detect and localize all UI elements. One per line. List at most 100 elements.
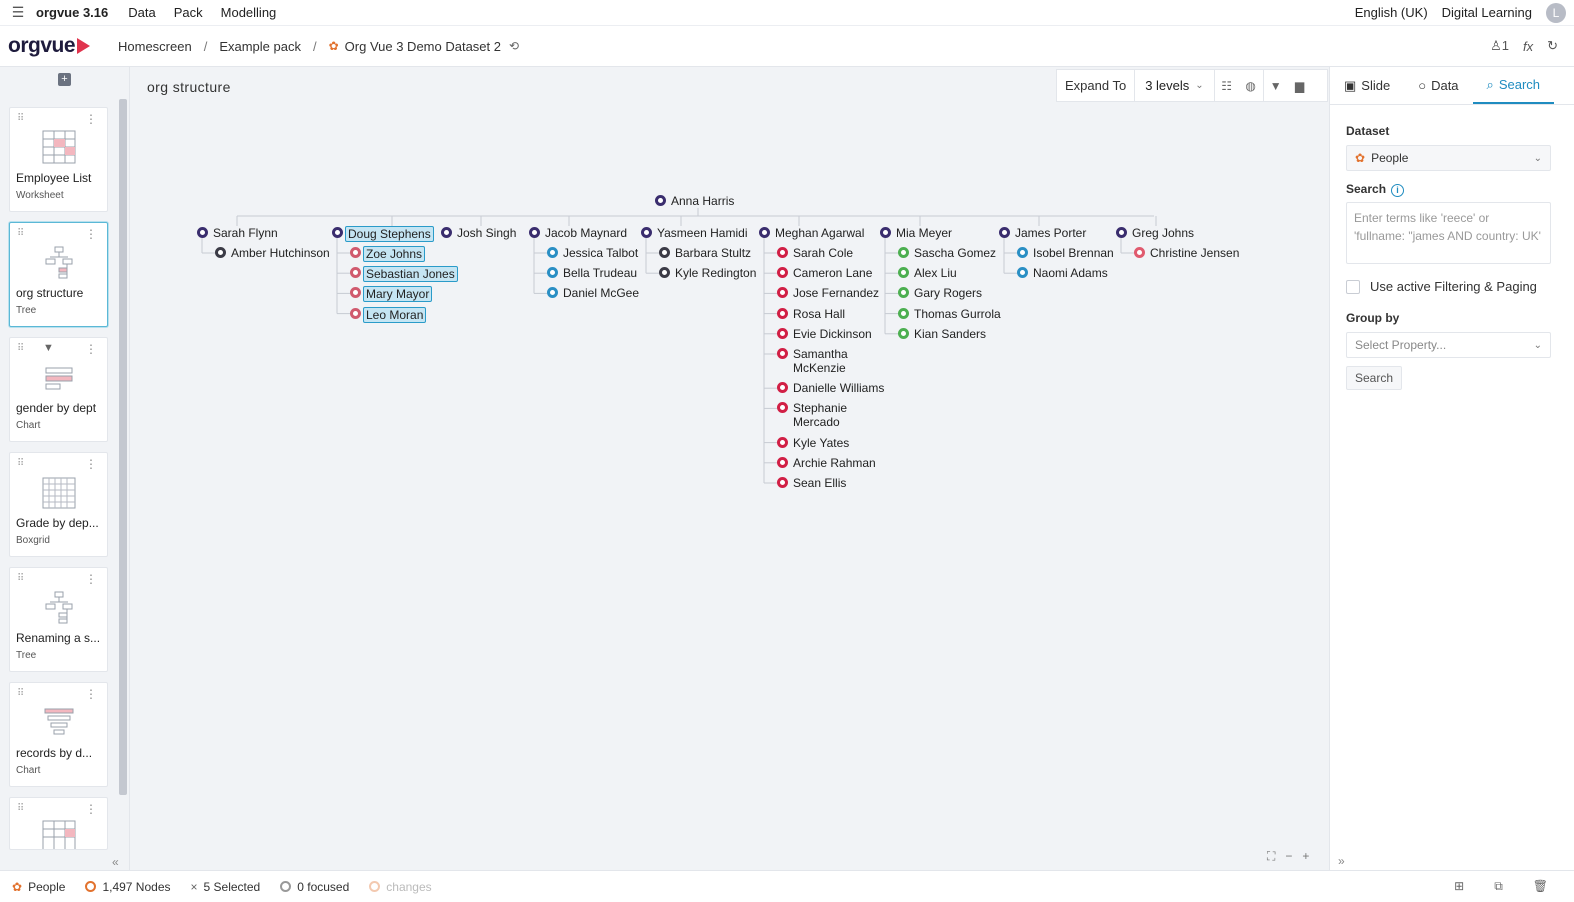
tree-node-report[interactable]: Samantha McKenzie (777, 347, 863, 375)
view-card-renaming[interactable]: ⠿ ⋮ Renaming a s... Tree (9, 567, 108, 672)
switch-dataset-icon[interactable]: ⟲ (509, 39, 520, 53)
tree-node-manager[interactable]: Yasmeen Hamidi (641, 226, 747, 240)
orgvue-logo[interactable]: orgvue (8, 34, 118, 58)
tree-node-manager[interactable]: Meghan Agarwal (759, 226, 864, 240)
tree-node-report[interactable]: Sarah Cole (777, 246, 853, 260)
sidebar-scrollbar[interactable] (119, 99, 127, 795)
tree-node-report[interactable]: Jessica Talbot (547, 246, 638, 260)
tree-node-report[interactable]: Sean Ellis (777, 476, 846, 490)
tree-node-report[interactable]: Amber Hutchinson (215, 246, 330, 260)
tree-node-report[interactable]: Jose Fernandez (777, 286, 879, 300)
breadcrumb-example-pack[interactable]: Example pack (219, 38, 301, 54)
tree-node-report[interactable]: Zoe Johns (350, 246, 426, 262)
tree-node-report[interactable]: Stephanie Mercado (777, 401, 863, 429)
search-input[interactable]: Enter terms like 'reece' or 'fullname: "… (1346, 202, 1551, 264)
tree-node-manager[interactable]: Sarah Flynn (197, 226, 278, 240)
tree-node-report[interactable]: Mary Mayor (350, 286, 433, 303)
tree-node-report[interactable]: Evie Dickinson (777, 327, 872, 341)
tree-node-report[interactable]: Isobel Brennan (1017, 246, 1114, 260)
tree-node-manager[interactable]: Josh Singh (441, 226, 516, 240)
more-options-icon[interactable]: ⋮ (85, 227, 97, 241)
more-options-icon[interactable]: ⋮ (85, 457, 97, 471)
drag-handle-icon[interactable]: ⠿ (17, 343, 24, 354)
language-selector[interactable]: English (UK) (1354, 5, 1428, 20)
tree-node-report[interactable]: Sascha Gomez (898, 246, 996, 260)
view-card-grade-by-dept[interactable]: ⠿ ⋮ Grade by dep... Boxgrid (9, 452, 108, 557)
drag-handle-icon[interactable]: ⠿ (17, 688, 24, 699)
hamburger-menu-icon[interactable]: ☰ (11, 4, 25, 20)
tree-node-manager[interactable]: Greg Johns (1116, 226, 1194, 240)
menu-item-pack[interactable]: Pack (173, 5, 203, 20)
tree-node-report[interactable]: Alex Liu (898, 266, 957, 280)
status-changes[interactable]: changes (369, 880, 432, 894)
tree-node-report[interactable]: Danielle Williams (777, 381, 884, 395)
search-button[interactable]: Search (1346, 366, 1403, 390)
fit-screen-icon[interactable]: ⛶ (1267, 849, 1276, 863)
view-card-partial[interactable]: ⠿ ⋮ (9, 797, 108, 850)
refresh-icon[interactable]: ↻ (1547, 38, 1558, 53)
expand-panel-icon[interactable]: » (1338, 854, 1345, 868)
breadcrumb-dataset[interactable]: Org Vue 3 Demo Dataset 2 (344, 38, 501, 54)
drag-handle-icon[interactable]: ⠿ (17, 113, 24, 124)
collapse-sidebar-icon[interactable]: « (112, 855, 119, 869)
drag-handle-icon[interactable]: ⠿ (17, 458, 24, 469)
add-icon[interactable]: ⊞ (1454, 879, 1465, 893)
drag-handle-icon[interactable]: ⠿ (17, 803, 24, 814)
tab-slide[interactable]: ▣Slide (1344, 77, 1391, 94)
palette-icon[interactable]: ◍ (1245, 78, 1256, 93)
group-by-select[interactable]: Select Property... ⌄ (1346, 332, 1551, 358)
duplicate-icon[interactable]: ⧉ (1494, 879, 1503, 893)
tab-data[interactable]: ○Data (1418, 78, 1459, 93)
zoom-in-icon[interactable]: + (1302, 849, 1310, 863)
add-view-button[interactable]: + (58, 73, 71, 86)
status-selected[interactable]: × 5 Selected (190, 879, 261, 894)
tree-node-report[interactable]: Bella Trudeau (547, 266, 637, 280)
view-card-employee-list[interactable]: ⠿ ⋮ Employee List Worksheet (9, 107, 108, 212)
tree-node-report[interactable]: Daniel McGee (547, 286, 639, 300)
drag-handle-icon[interactable]: ⠿ (17, 228, 24, 239)
tree-node-report[interactable]: Christine Jensen (1134, 246, 1239, 260)
more-options-icon[interactable]: ⋮ (85, 802, 97, 816)
tree-node-report[interactable]: Sebastian Jones (350, 266, 458, 283)
tab-search[interactable]: ⌕Search (1472, 67, 1555, 104)
menu-item-modelling[interactable]: Modelling (220, 5, 277, 20)
tree-node-manager[interactable]: Mia Meyer (880, 226, 952, 240)
tree-node-manager[interactable]: Doug Stephens (332, 226, 434, 242)
status-nodes[interactable]: 1,497 Nodes (85, 880, 171, 894)
tree-node-report[interactable]: Rosa Hall (777, 307, 845, 321)
digital-learning-link[interactable]: Digital Learning (1441, 5, 1532, 20)
tree-node-report[interactable]: Barbara Stultz (659, 246, 751, 260)
tree-node-root[interactable]: Anna Harris (655, 194, 734, 208)
delete-icon[interactable]: 🗑 (1532, 879, 1548, 893)
avatar[interactable]: L (1546, 2, 1566, 23)
tree-node-report[interactable]: Kian Sanders (898, 327, 986, 341)
tree-node-manager[interactable]: James Porter (999, 226, 1086, 240)
expand-levels-select[interactable]: 3 levels⌄ (1134, 70, 1213, 101)
zoom-out-icon[interactable]: − (1285, 849, 1293, 863)
tree-node-manager[interactable]: Jacob Maynard (529, 226, 627, 240)
formula-icon[interactable]: fx (1522, 38, 1534, 54)
breadcrumb-homescreen[interactable]: Homescreen (118, 38, 192, 54)
filter-icon[interactable]: ▼ (1269, 78, 1282, 93)
status-dataset[interactable]: ✿ People (12, 879, 66, 894)
card-icon[interactable]: ▆ (1295, 78, 1305, 93)
tree-node-report[interactable]: Thomas Gurrola (898, 307, 1001, 321)
more-options-icon[interactable]: ⋮ (85, 112, 97, 126)
view-card-org-structure[interactable]: ⠿ ⋮ org structure Tree (9, 222, 108, 327)
clear-selection-icon[interactable]: × (190, 879, 198, 894)
list-icon[interactable]: ☷ (1221, 78, 1233, 93)
more-options-icon[interactable]: ⋮ (85, 342, 97, 356)
tree-node-report[interactable]: Naomi Adams (1017, 266, 1108, 280)
tree-node-report[interactable]: Leo Moran (350, 306, 427, 323)
tree-node-report[interactable]: Kyle Redington (659, 266, 756, 280)
users-count[interactable]: ♙1 (1490, 38, 1509, 53)
tree-node-report[interactable]: Kyle Yates (777, 436, 849, 450)
menu-item-data[interactable]: Data (128, 5, 156, 20)
view-card-records-by-dept[interactable]: ⠿ ⋮ records by d... Chart (9, 682, 108, 787)
view-card-gender-by-dept[interactable]: ⠿ ▼ ⋮ gender by dept Chart (9, 337, 108, 442)
status-focused[interactable]: 0 focused (280, 880, 349, 894)
more-options-icon[interactable]: ⋮ (85, 687, 97, 701)
filtering-paging-checkbox[interactable]: Use active Filtering & Paging (1346, 279, 1537, 294)
info-icon[interactable]: i (1391, 184, 1405, 197)
